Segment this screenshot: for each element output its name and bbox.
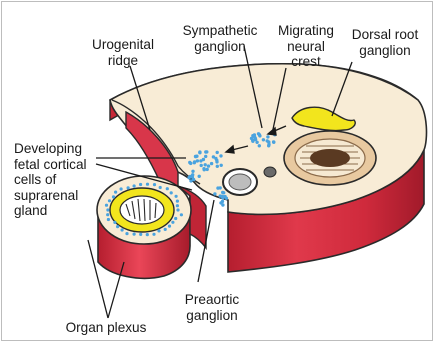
neural-tube-lumen — [310, 149, 350, 167]
crest-cell — [267, 143, 270, 146]
plexus-cell — [125, 232, 128, 235]
plexus-cell — [164, 228, 167, 231]
crest-cell — [221, 191, 224, 194]
label-migrating-neural-crest: Migrating neural crest — [266, 23, 346, 70]
crest-cell — [213, 192, 216, 195]
crest-cell — [204, 163, 207, 166]
crest-cell — [257, 132, 260, 135]
crest-cell — [216, 151, 219, 154]
plexus-cell — [133, 233, 136, 236]
plexus-cell — [166, 187, 169, 190]
plexus-cell — [113, 221, 116, 224]
crest-cell — [253, 135, 256, 138]
crest-cell — [220, 195, 223, 198]
crest-cell — [219, 154, 222, 157]
plexus-cell — [171, 221, 174, 224]
label-urogenital-ridge: Urogenital ridge — [82, 37, 164, 68]
plexus-cell — [159, 186, 162, 189]
plexus-cell — [176, 204, 179, 207]
crest-cell — [207, 164, 210, 167]
plexus-cell — [139, 233, 142, 236]
crest-cell — [272, 141, 275, 144]
plexus-cell — [176, 200, 179, 203]
crest-cell — [193, 160, 196, 163]
crest-cell — [206, 168, 209, 171]
plexus-cell — [146, 233, 149, 236]
crest-cell — [188, 161, 191, 164]
crest-cell — [221, 200, 224, 203]
plexus-cell — [157, 229, 160, 232]
label-organ-plexus: Organ plexus — [46, 320, 166, 336]
crest-cell — [220, 164, 223, 167]
crest-cell — [262, 138, 265, 141]
plexus-cell — [175, 195, 178, 198]
crest-cell — [216, 165, 219, 168]
crest-cell — [212, 155, 215, 158]
crest-cell — [198, 175, 201, 178]
notochord — [264, 167, 276, 177]
plexus-cell — [152, 233, 155, 236]
plexus-cell — [174, 217, 177, 220]
crest-cell — [194, 155, 197, 158]
crest-cell — [255, 141, 258, 144]
gut-lumen-inner — [120, 196, 164, 224]
plexus-cell — [170, 191, 173, 194]
crest-cell — [202, 158, 205, 161]
plexus-cell — [153, 183, 156, 186]
plexus-cell — [114, 191, 117, 194]
crest-cell — [215, 159, 218, 162]
plexus-cell — [120, 187, 123, 190]
plexus-cell — [127, 186, 130, 189]
label-developing-fetal-cortical-cells: Developing fetal cortical cells of supra… — [14, 141, 114, 219]
crest-cell — [191, 170, 194, 173]
crest-cell — [266, 135, 269, 138]
plexus-cell — [146, 183, 149, 186]
crest-cell — [204, 155, 207, 158]
label-dorsal-root-ganglion: Dorsal root ganglion — [342, 27, 428, 58]
label-sympathetic-ganglion: Sympathetic ganglion — [172, 23, 268, 54]
crest-cell — [216, 186, 219, 189]
plexus-cell — [133, 184, 136, 187]
plexus-cell — [139, 183, 142, 186]
plexus-cell — [168, 225, 171, 228]
plexus-cell — [180, 213, 183, 216]
plexus-cell — [116, 225, 119, 228]
crest-cell — [200, 164, 203, 167]
crest-cell — [204, 150, 207, 153]
crest-cell — [225, 197, 228, 200]
label-preaortic-ganglion: Preaortic ganglion — [172, 292, 252, 323]
aorta-inner — [229, 174, 251, 190]
crest-cell — [187, 176, 190, 179]
crest-cell — [203, 168, 206, 171]
crest-cell — [198, 150, 201, 153]
crest-cell — [258, 144, 261, 147]
plexus-cell — [176, 208, 179, 211]
crest-cell — [210, 162, 213, 165]
crest-cell — [192, 178, 195, 181]
plexus-cell — [121, 228, 124, 231]
